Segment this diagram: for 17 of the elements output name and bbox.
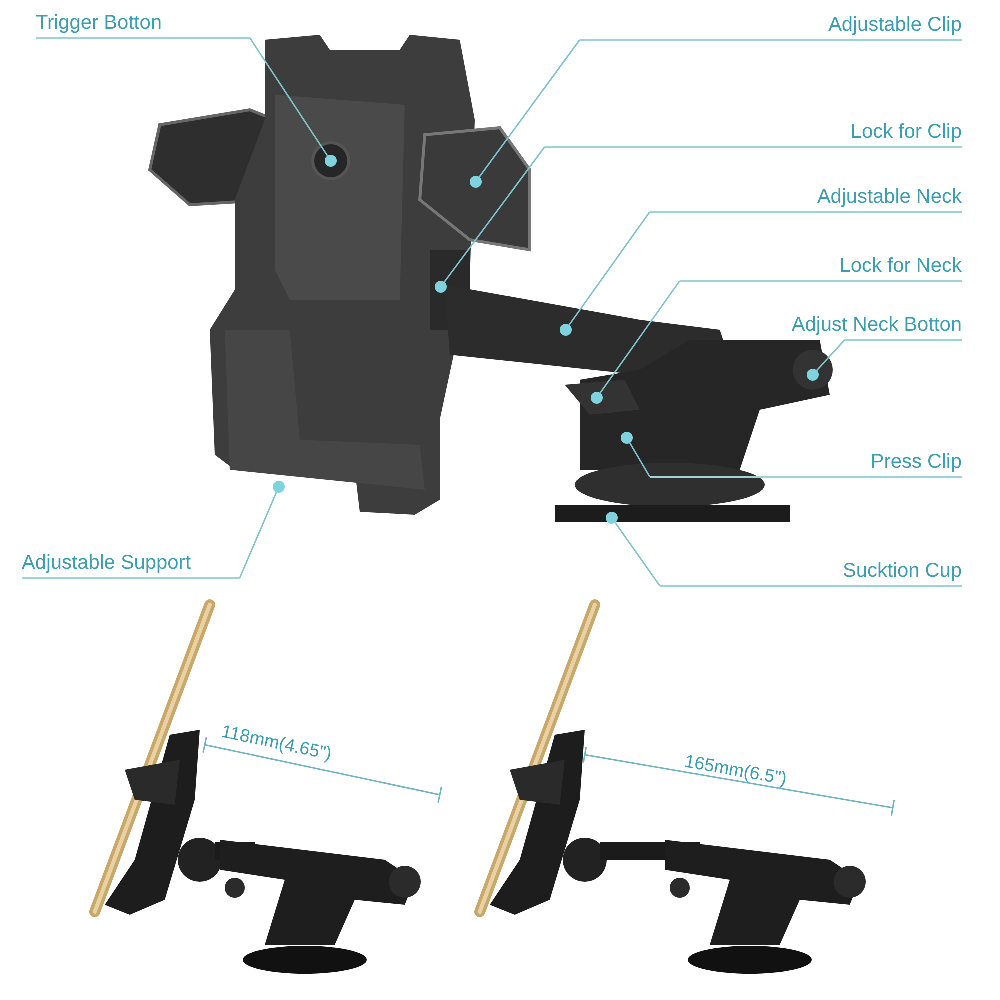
callout-label: Trigger Botton [36,13,162,33]
callout-label: Sucktion Cup [843,561,962,581]
leader-line [629,442,651,478]
callout-label: Adjustable Neck [817,187,962,207]
callout-label: Adjust Neck Botton [792,315,962,335]
callout-label: Adjustable Clip [828,15,962,35]
leader-line [478,40,581,178]
leader-line [239,492,278,578]
leader-line [249,38,328,156]
callout-label: Lock for Neck [840,256,962,276]
callout-label: Press Clip [870,452,962,472]
leader-line [614,522,661,586]
callout-label: Lock for Clip [850,122,962,142]
callout-label: Adjustable Support [22,553,192,573]
leader-line [600,280,681,394]
leader-line [568,212,651,326]
leader-line [444,146,546,283]
